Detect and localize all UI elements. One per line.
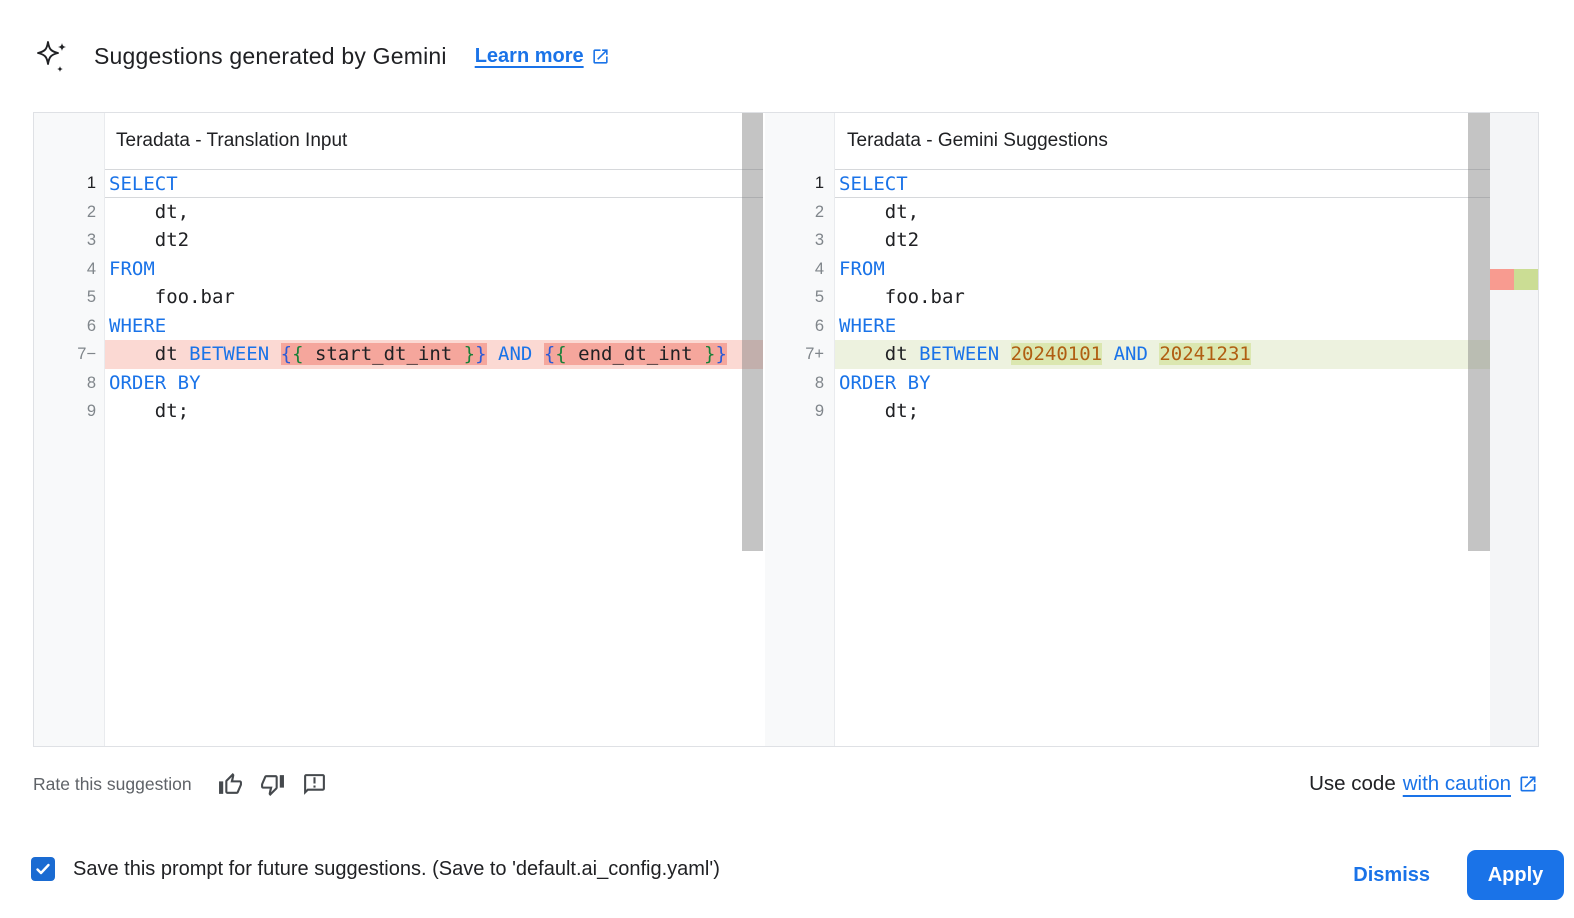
line-number: 2: [814, 202, 824, 221]
line-number: 8: [814, 373, 824, 392]
scrollbar-track: [1468, 113, 1490, 746]
diff-overview-ruler: [1490, 113, 1538, 746]
code-text[interactable]: WHERE: [109, 314, 167, 337]
added-marker: [1514, 269, 1538, 290]
code-line: 4 FROM: [34, 255, 763, 284]
line-number: 5: [814, 288, 824, 306]
scrollbar-thumb[interactable]: [742, 113, 763, 551]
line-number: 2: [86, 202, 96, 221]
code-line: 5 foo.bar: [765, 283, 1490, 312]
learn-more-label: Learn more: [474, 44, 584, 67]
code-line: 3 dt2: [34, 226, 763, 255]
with-caution-link[interactable]: with caution: [1402, 772, 1511, 795]
line-number: 1: [86, 174, 96, 192]
diff-change-marker[interactable]: [1490, 269, 1538, 290]
line-number: 7+: [805, 345, 824, 363]
panel-title: Teradata - Translation Input: [116, 130, 348, 151]
code-line: 2 dt,: [765, 198, 1490, 227]
page-title: Suggestions generated by Gemini: [94, 42, 447, 69]
line-number: 4: [814, 259, 824, 278]
code-text[interactable]: WHERE: [839, 314, 897, 337]
rate-label: Rate this suggestion: [33, 773, 192, 794]
line-number: 6: [814, 316, 824, 335]
thumbs-up-button[interactable]: [218, 772, 243, 797]
removed-marker: [1490, 269, 1514, 290]
code-line: 8 ORDER BY: [765, 369, 1490, 398]
thumbs-up-icon: [218, 772, 242, 794]
code-line: 6 WHERE: [34, 312, 763, 341]
code-text[interactable]: dt BETWEEN 20240101 AND 20241231: [835, 340, 1490, 369]
code-text[interactable]: foo.bar: [839, 286, 965, 308]
use-code-text: Use code: [1309, 772, 1396, 795]
code-line: 8 ORDER BY: [34, 369, 763, 398]
code-text[interactable]: dt;: [109, 400, 190, 422]
code-text[interactable]: dt;: [839, 400, 920, 422]
line-number-gutter: [34, 113, 105, 746]
line-number: 4: [86, 259, 96, 278]
code-text[interactable]: ORDER BY: [109, 371, 201, 394]
thumbs-down-button[interactable]: [260, 772, 285, 797]
line-number: 3: [86, 231, 96, 249]
line-number: 5: [86, 288, 96, 306]
code-text[interactable]: dt,: [109, 200, 190, 223]
line-number: 9: [86, 402, 96, 420]
panel-title-bar: Teradata - Translation Input: [34, 113, 763, 169]
code-line: 4 FROM: [765, 255, 1490, 284]
scrollbar-track: [742, 113, 763, 746]
code-line: 9 dt;: [34, 397, 763, 426]
code-line: 9 dt;: [765, 397, 1490, 426]
apply-button[interactable]: Apply: [1467, 850, 1564, 900]
code-text[interactable]: ORDER BY: [839, 371, 931, 394]
feedback-button[interactable]: [302, 772, 327, 797]
external-link-icon: [593, 48, 608, 64]
feedback-icon: [303, 773, 325, 795]
save-prompt-label: Save this prompt for future suggestions.…: [73, 857, 720, 880]
diff-added-line: 7+ dt BETWEEN 20240101 AND 20241231: [765, 340, 1490, 369]
code-text[interactable]: SELECT: [835, 169, 1490, 198]
suggestions-header: Suggestions generated by Gemini Learn mo…: [36, 34, 610, 78]
diff-removed-line: 7− dt BETWEEN {{ start_dt_int }} AND {{ …: [34, 340, 763, 369]
line-number: 7−: [77, 345, 96, 363]
code-text[interactable]: FROM: [839, 257, 885, 280]
dismiss-button[interactable]: Dismiss: [1349, 864, 1434, 887]
checkmark-icon: [36, 863, 50, 875]
line-number-gutter: [765, 113, 835, 746]
code-line: 3 dt2: [765, 226, 1490, 255]
code-text[interactable]: dt,: [839, 200, 920, 223]
line-number: 8: [86, 373, 96, 392]
save-prompt-row: Save this prompt for future suggestions.…: [31, 857, 720, 881]
rate-suggestion-row: Rate this suggestion: [33, 769, 327, 799]
code-text[interactable]: FROM: [109, 257, 155, 280]
learn-more-link[interactable]: Learn more: [475, 45, 610, 68]
code-line: 1 SELECT: [34, 169, 763, 198]
code-line: 1 SELECT: [765, 169, 1490, 198]
panel-title-bar: Teradata - Gemini Suggestions: [765, 113, 1538, 169]
thumbs-down-icon: [260, 774, 284, 796]
code-text[interactable]: SELECT: [105, 169, 763, 198]
code-line: 2 dt,: [34, 198, 763, 227]
line-number: 3: [814, 231, 824, 249]
code-line: 6 WHERE: [765, 312, 1490, 341]
action-buttons: Dismiss Apply: [1349, 850, 1564, 900]
code-text[interactable]: dt BETWEEN {{ start_dt_int }} AND {{ end…: [105, 340, 763, 369]
external-link-icon: [1520, 776, 1536, 792]
code-text[interactable]: foo.bar: [109, 286, 235, 308]
code-text[interactable]: dt2: [109, 229, 190, 251]
panel-title: Teradata - Gemini Suggestions: [847, 130, 1108, 151]
line-number: 9: [814, 402, 824, 420]
code-text[interactable]: dt2: [839, 229, 920, 251]
scrollbar-thumb[interactable]: [1468, 113, 1490, 551]
line-number: 1: [814, 174, 824, 192]
gemini-sparkle-icon: [37, 41, 66, 72]
use-code-caution: Use code with caution: [1309, 772, 1538, 796]
save-prompt-checkbox[interactable]: [31, 857, 55, 881]
line-number: 6: [86, 316, 96, 335]
code-line: 5 foo.bar: [34, 283, 763, 312]
